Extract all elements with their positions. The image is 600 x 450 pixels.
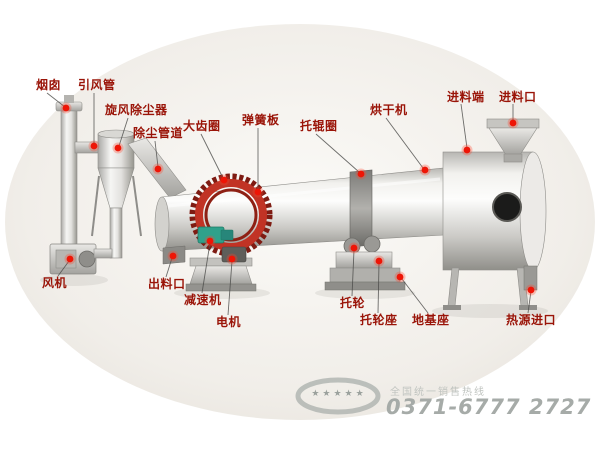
leader-line-support-roller [351,249,355,297]
watermark-stars-icon: ★★★★★ [311,389,367,399]
label-heat-source-inlet: 热源进口 [506,313,557,327]
label-dryer: 烘干机 [370,103,408,117]
marker-dot-feed-end [461,144,473,156]
marker-dot-dryer [419,164,431,176]
marker-dot-reducer [204,235,216,247]
marker-dots [60,102,537,296]
marker-dot-induced-draft-pipe [88,140,100,152]
watermark-phone: 0371-6777 2727 [386,395,592,419]
part-legs [443,267,537,310]
leader-lines [46,92,532,316]
leader-line-dust-duct [154,140,159,168]
label-feed-end: 进料端 [447,90,485,104]
leader-line-roller-seat [377,262,380,314]
part-reducer [197,226,234,244]
label-motor: 电机 [216,315,242,329]
label-spring-plate: 弹簧板 [242,113,280,127]
part-motor [221,246,247,263]
marker-dot-motor [226,253,238,265]
label-big-gear-ring: 大齿圈 [183,119,221,133]
label-riding-ring: 托辊圈 [300,119,338,133]
label-support-roller: 托轮 [340,296,366,310]
label-chimney: 烟囱 [36,78,62,92]
label-feed-inlet: 进料口 [499,90,537,104]
marker-dot-gear-ring [218,174,230,186]
part-dryer-body [442,151,547,271]
leader-line-dryer [385,117,424,169]
label-dust-removal-duct: 除尘管道 [133,126,184,140]
label-roller-seat: 托轮座 [360,313,398,327]
label-foundation-base: 地基座 [412,313,450,327]
watermark-logo-ellipse [295,377,381,415]
leader-line-foundation-base [401,278,429,314]
leader-line-discharge [165,257,173,278]
leader-line-reducer [201,242,211,294]
leader-line-fan [57,260,70,277]
part-left-pedestal [185,257,257,292]
leader-line-riding-ring [315,133,360,173]
leader-line-motor [227,260,233,316]
leader-line-cyclone [118,117,129,147]
marker-dot-riding-ring [355,168,367,180]
marker-dot-heat-inlet [525,284,537,296]
marker-dot-spring-plate [252,186,264,198]
label-induced-draft-pipe: 引风管 [78,78,116,92]
part-riding-ring [349,169,373,248]
marker-dot-chimney [60,102,72,114]
leader-line-heat-inlet [527,290,532,314]
label-fan: 风机 [42,276,68,290]
label-reducer: 减速机 [184,293,222,307]
marker-dot-fan [64,253,76,265]
leader-line-gear-ring [200,133,224,179]
part-end-opening [493,193,521,221]
label-cyclone-dust-collector: 旋风除尘器 [105,103,168,117]
marker-dot-cyclone [112,142,124,154]
marker-dot-foundation-base [394,271,406,283]
leader-line-feed-end [460,103,468,149]
label-discharge-outlet: 出料口 [148,277,186,291]
marker-dot-discharge [167,250,179,262]
marker-dot-roller-seat [373,255,385,267]
marker-dot-dust-duct [152,163,164,175]
part-cyclone-dust-collector [91,129,142,259]
leader-line-chimney [46,92,66,108]
marker-dot-feed-inlet [507,117,519,129]
watermark-slogan: 全国统一销售热线 [390,387,486,398]
marker-dot-support-roller [348,242,360,254]
